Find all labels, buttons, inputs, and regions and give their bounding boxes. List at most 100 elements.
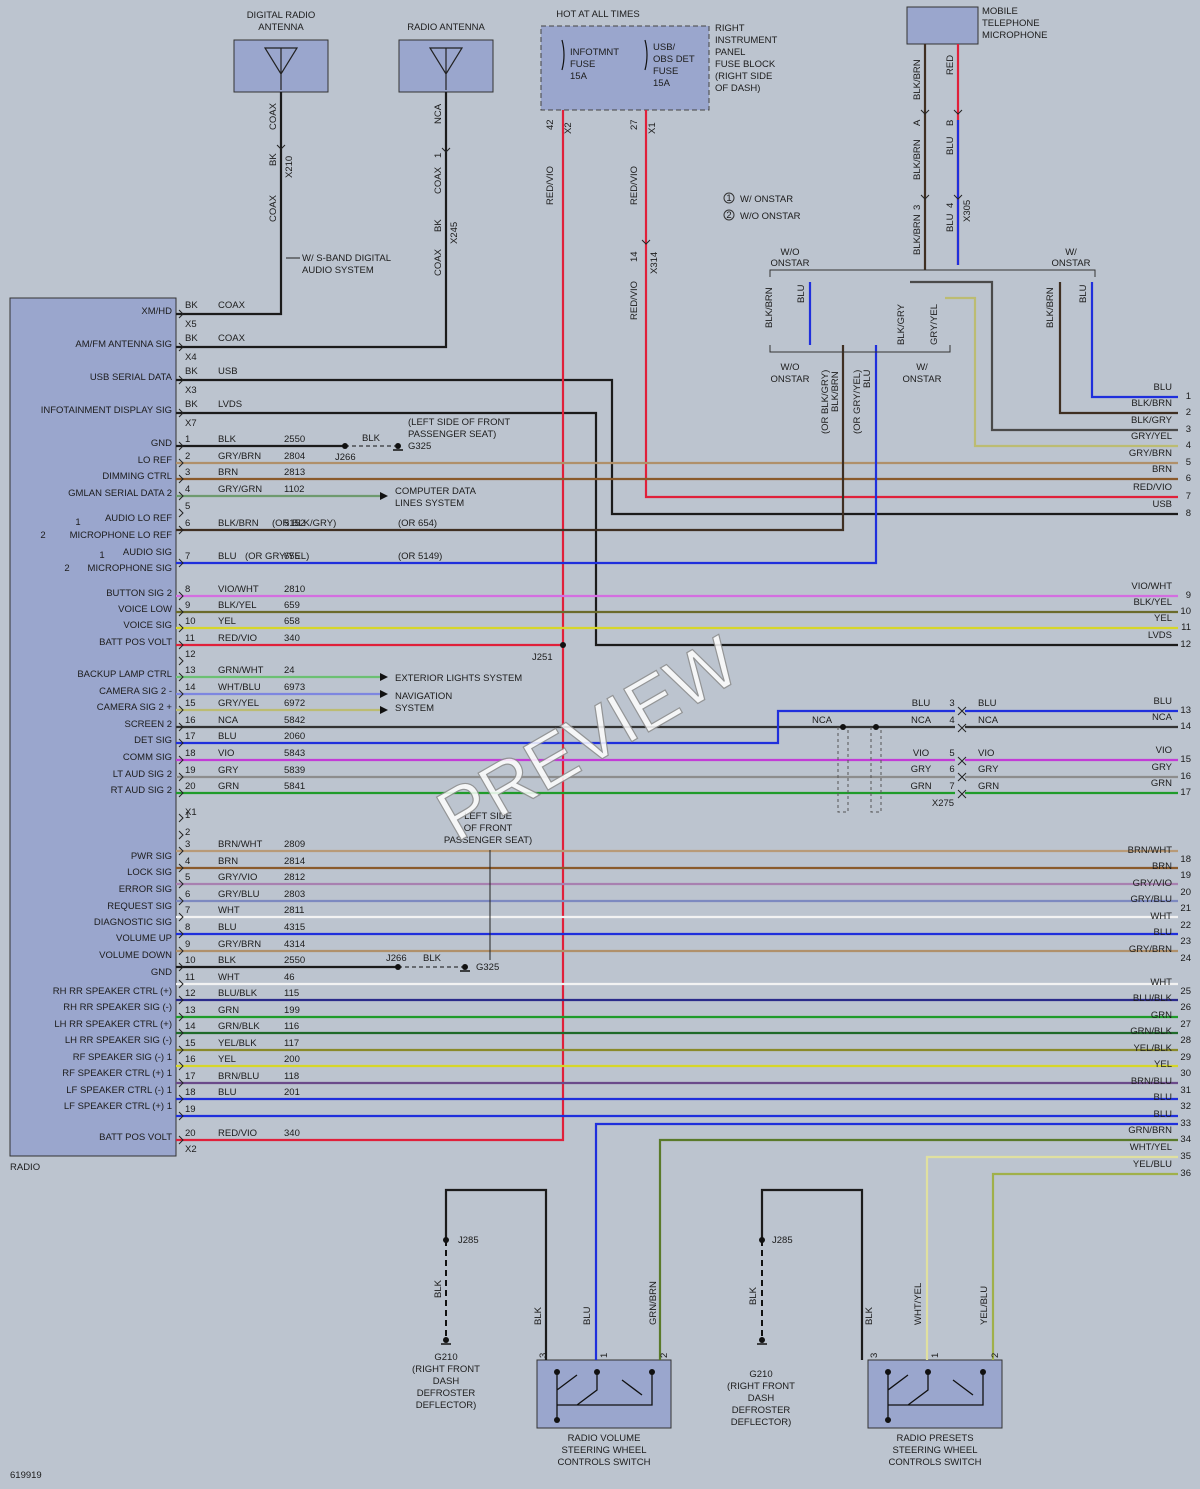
- vlabel: YEL/BLU: [979, 1286, 990, 1325]
- vlabel: BLK/BRN: [830, 371, 841, 412]
- vlabel: X1: [647, 122, 658, 134]
- circuit-number: 5842: [284, 715, 305, 726]
- legend-num: 1: [726, 193, 731, 204]
- radio-pin-label: VOLUME DOWN: [99, 950, 172, 961]
- splice-label: J285: [458, 1235, 479, 1246]
- volume-grn-brn-wire: [658, 1138, 1178, 1360]
- right-wire-number: 33: [1180, 1118, 1191, 1129]
- splice-j285: [759, 1237, 765, 1243]
- pin-number: 2: [185, 827, 190, 838]
- circuit-number: 5843: [284, 748, 305, 759]
- right-wire-color: YEL: [1154, 1059, 1172, 1070]
- right-wire-number: 20: [1180, 887, 1191, 898]
- connector-chevron: [178, 408, 184, 418]
- right-wire-number: 5: [1186, 457, 1191, 468]
- radio-pin-label: XM/HD: [141, 306, 172, 317]
- pin-number: 14: [185, 682, 196, 693]
- vlabel: (OR GRY/YEL): [852, 370, 863, 434]
- hot-at-all-times-label: HOT AT ALL TIMES: [556, 9, 639, 20]
- vlabel: RED/VIO: [629, 166, 640, 205]
- circuit-number: 2804: [284, 451, 305, 462]
- pin-number: 5: [185, 501, 190, 512]
- arrow-icon: [380, 673, 388, 681]
- right-wire-color: BRN/BLU: [1131, 1076, 1172, 1087]
- vlabel: X305: [962, 200, 973, 222]
- connector-chevron: [178, 672, 184, 682]
- right-wire-number: 12: [1180, 639, 1191, 650]
- right-wire-color: BLU: [1154, 382, 1173, 393]
- right-wire-color: GRY/BRN: [1129, 944, 1172, 955]
- right-wire-color: USB: [1152, 499, 1172, 510]
- circuit-number: 46: [284, 972, 295, 983]
- connector-chevron: [178, 1012, 184, 1022]
- connector-chevron: [920, 194, 930, 200]
- radio-pin-label: CAMERA SIG 2 +: [97, 702, 173, 713]
- ground-location: PASSENGER SEAT): [408, 429, 496, 440]
- onstar-label: W/: [1065, 247, 1077, 258]
- radio-pin-label: AM/FM ANTENNA SIG: [75, 339, 172, 350]
- right-wire-number: 8: [1186, 508, 1191, 519]
- right-wire-number: 17: [1180, 787, 1191, 798]
- connector-chevron: [178, 705, 184, 715]
- onstar-label: ONSTAR: [771, 374, 810, 385]
- wire-color-label: BLU: [218, 1087, 237, 1098]
- connector-chevron: [178, 830, 184, 840]
- legend-num: 1: [75, 517, 80, 528]
- volume-blu-wire: [594, 1122, 1178, 1360]
- vlabel: COAX: [268, 102, 279, 130]
- connector-chevron: [953, 194, 963, 200]
- pin-number: 9: [185, 600, 190, 611]
- wire-color-label: GRY/BRN: [218, 451, 261, 462]
- pin-number: 6: [949, 764, 954, 775]
- vlabel: 4: [945, 203, 956, 208]
- wire-color-label: BLK/BRN: [218, 518, 259, 529]
- pin-number: 19: [185, 1104, 196, 1115]
- vlabel: BK: [433, 219, 444, 232]
- computer-data-label: LINES SYSTEM: [395, 498, 464, 509]
- wire-color-label: WHT: [218, 905, 240, 916]
- switch-contact: [885, 1369, 891, 1375]
- alt-label: (OR BLK/GRY): [272, 518, 336, 529]
- onstar-label: ONSTAR: [771, 258, 810, 269]
- connector-id: X7: [185, 418, 197, 429]
- wire-desc-label: LVDS: [218, 399, 242, 410]
- connector-chevron: [441, 147, 451, 153]
- pin-number: 1: [599, 1353, 610, 1358]
- right-wire-color: YEL/BLU: [1133, 1159, 1172, 1170]
- infotmnt-fuse-label: 15A: [570, 71, 588, 82]
- right-wire-number: 30: [1180, 1068, 1191, 1079]
- vlabel: 14: [629, 251, 640, 262]
- radio-presets-switch-label: CONTROLS SWITCH: [889, 1457, 982, 1468]
- right-wire-color: BLU: [1154, 1109, 1173, 1120]
- vlabel: BLK/BRN: [1045, 287, 1056, 328]
- wire-color-label: VIO/WHT: [218, 584, 259, 595]
- wire-color-label: YEL: [218, 1054, 236, 1065]
- fuse-block-label: FUSE BLOCK: [715, 59, 776, 70]
- vlabel: X314: [649, 252, 660, 274]
- navigation-label: NAVIGATION: [395, 691, 452, 702]
- right-wire-color: YEL: [1154, 613, 1172, 624]
- usb-fuse-label: OBS DET: [653, 54, 695, 65]
- circuit-number: 2814: [284, 856, 305, 867]
- radio-pin-label: MICROPHONE LO REF: [70, 530, 173, 541]
- ground-location: (LEFT SIDE OF FRONT: [408, 417, 510, 428]
- pin-number: 4: [185, 484, 190, 495]
- right-wire-color: GRY/BRN: [1129, 448, 1172, 459]
- right-wire-number: 25: [1180, 986, 1191, 997]
- sband-note: W/ S-BAND DIGITAL: [302, 253, 391, 264]
- right-wire-color: BRN: [1152, 861, 1172, 872]
- pin-number: 3: [185, 467, 190, 478]
- switch-contact: [554, 1417, 560, 1423]
- vlabel: BLK/GRY: [896, 303, 907, 345]
- vlabel: 3: [912, 205, 923, 210]
- circuit-number: 115: [284, 988, 299, 999]
- ground-icon: [443, 1337, 449, 1343]
- pin-number: 1: [185, 810, 190, 821]
- right-wire-number: 2: [1186, 407, 1191, 418]
- pin-number: 11: [185, 972, 195, 983]
- wire-color-label: BLU: [218, 551, 237, 562]
- wire-color-label: GRN: [218, 781, 239, 792]
- radio-pin-label: LH RR SPEAKER SIG (-): [65, 1035, 172, 1046]
- pin-number: 7: [185, 551, 190, 562]
- volume-blk-wire: [444, 1188, 548, 1360]
